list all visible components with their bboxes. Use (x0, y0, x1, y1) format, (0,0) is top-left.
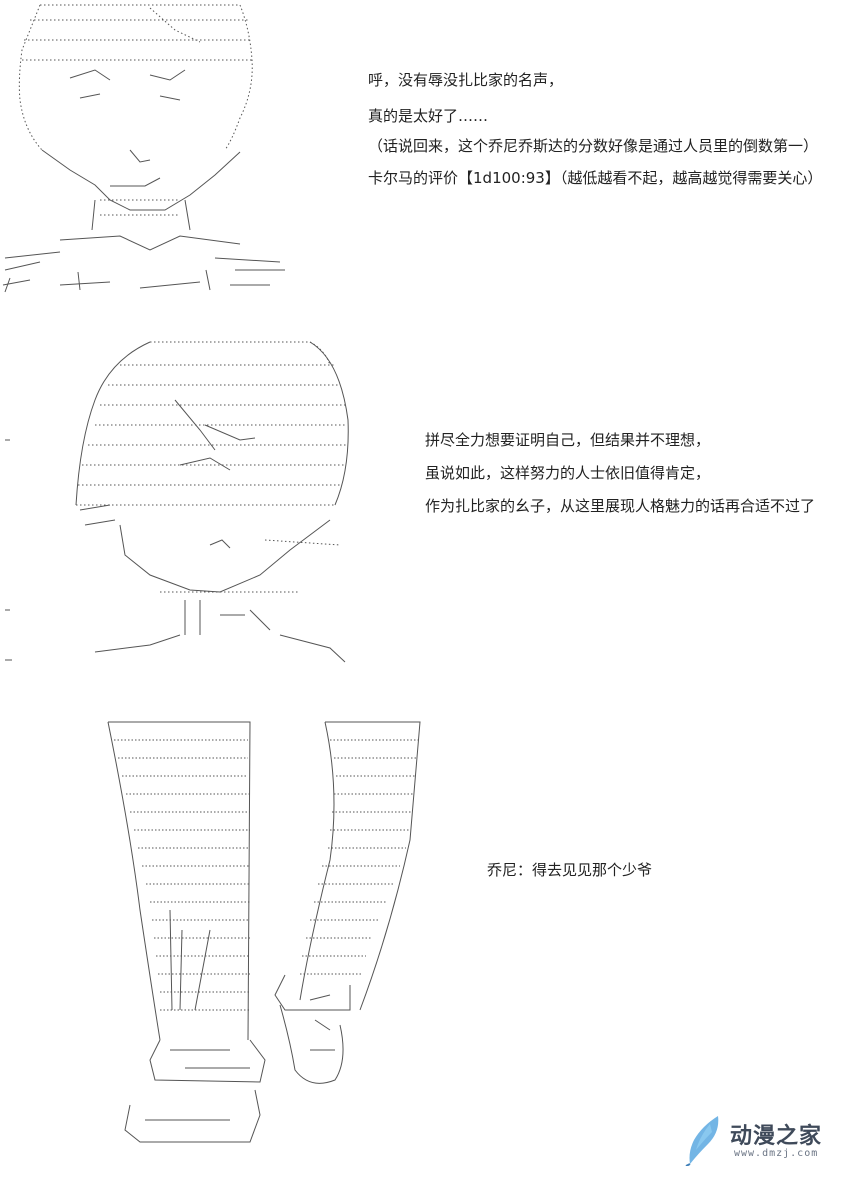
ascii-art-portrait-1 (0, 0, 290, 295)
narration-line: 拼尽全力想要证明自己，但结果并不理想， (425, 431, 711, 449)
dialogue-line: 真的是太好了…… (368, 107, 489, 125)
feather-logo-icon (680, 1114, 728, 1170)
dialogue-line: 乔尼：得去见见那个少爷 (487, 861, 653, 879)
watermark-url: www.dmzj.com (734, 1148, 819, 1159)
narration-line: 作为扎比家的幺子，从这里展现人格魅力的话再合适不过了 (425, 497, 816, 515)
watermark-title: 动漫之家 (730, 1124, 823, 1149)
panel-2: 拼尽全力想要证明自己，但结果并不理想， 虽说如此，这样努力的人士依旧值得肯定， … (0, 330, 843, 675)
ascii-art-legs (100, 710, 440, 1150)
dialogue-line: （话说回来，这个乔尼乔斯达的分数好像是通过人员里的倒数第一） (368, 137, 819, 155)
dialogue-block-3: 乔尼：得去见见那个少爷 (487, 860, 652, 880)
site-watermark: 动漫之家 www.dmzj.com (680, 1112, 830, 1168)
panel-1: 呼，没有辱没扎比家的名声， 真的是太好了…… （话说回来，这个乔尼乔斯达的分数好… (0, 0, 843, 300)
dialogue-block-1: 呼，没有辱没扎比家的名声， 真的是太好了…… （话说回来，这个乔尼乔斯达的分数好… (368, 70, 822, 204)
narration-line: 虽说如此，这样努力的人士依旧值得肯定， (425, 464, 711, 482)
narration-block-2: 拼尽全力想要证明自己，但结果并不理想， 虽说如此，这样努力的人士依旧值得肯定， … (425, 430, 815, 529)
dialogue-line: 卡尔马的评价【1d100:93】（越低越看不起，越高越觉得需要关心） (368, 169, 823, 187)
panel-3: 乔尼：得去见见那个少爷 (0, 710, 843, 1178)
dialogue-line: 呼，没有辱没扎比家的名声， (368, 71, 564, 89)
ascii-art-portrait-2 (0, 330, 360, 670)
